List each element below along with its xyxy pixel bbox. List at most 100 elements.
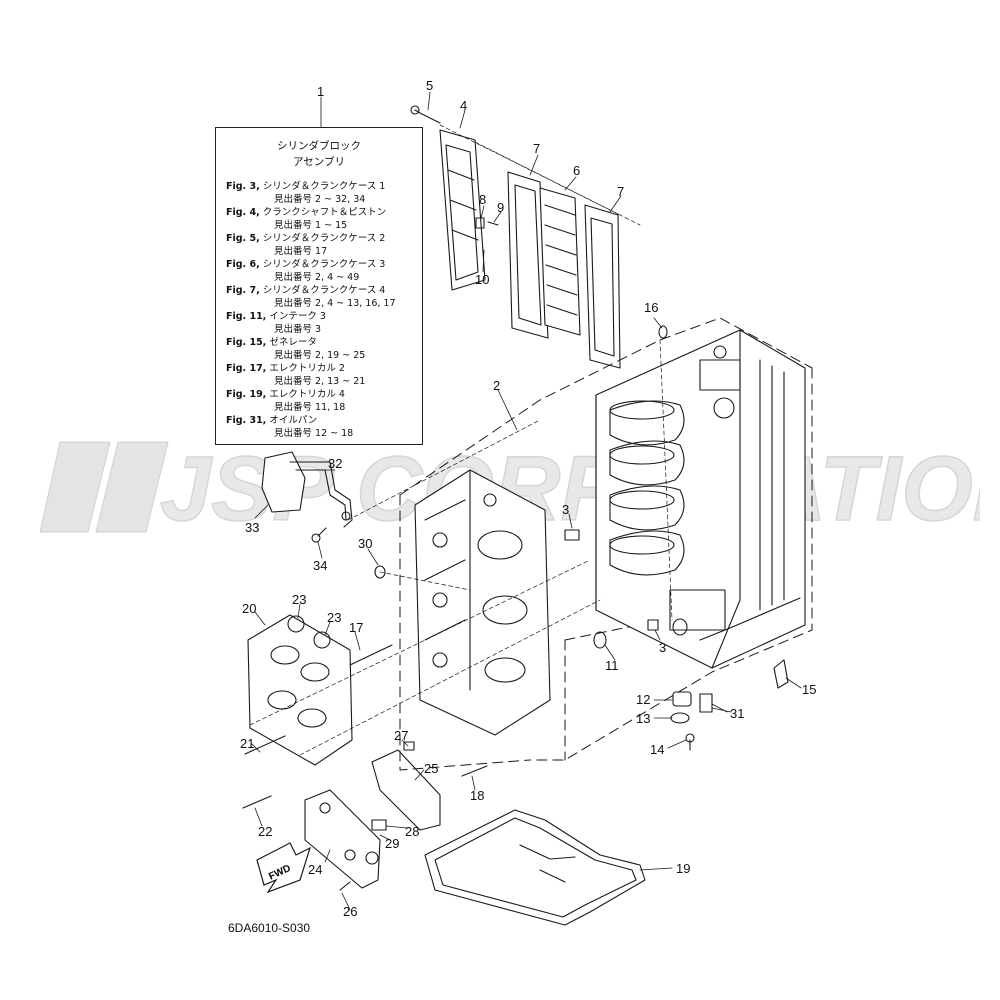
ref-fig-range: 見出番号 2 ~ 32, 34 (274, 194, 366, 205)
ref-fig-range: 見出番号 1 ~ 15 (274, 220, 348, 231)
label-part-20: 20 (242, 601, 256, 616)
ref-fig-name: シリンダ＆クランクケース 4 (262, 285, 386, 296)
bolt-5-head (410, 105, 420, 115)
alignment-lines (249, 124, 673, 756)
label-part-31: 31 (730, 706, 744, 721)
label-part-3b: 3 (659, 640, 666, 655)
ref-fig-number: Fig. 7, (226, 285, 260, 296)
ref-fig-name: ゼネレータ (269, 337, 317, 348)
label-part-1: 1 (317, 84, 324, 99)
oring-16-drawing (658, 325, 668, 339)
gasket-25-drawing (371, 749, 441, 831)
ref-fig-name: クランクシャフト＆ピストン (262, 207, 387, 218)
bolt-34-drawing (317, 527, 327, 537)
label-part-33: 33 (245, 520, 259, 535)
label-part-26: 26 (343, 904, 357, 919)
label-part-14: 14 (650, 742, 664, 757)
pin-3-drawing (564, 529, 580, 541)
label-part-23b: 23 (327, 610, 341, 625)
ref-fig-range: 見出番号 2, 4 ~ 49 (274, 272, 360, 283)
part-labels: 1 2 3 3 4 5 6 7 7 8 9 10 11 12 13 14 15 … (240, 78, 816, 919)
label-part-18: 18 (470, 788, 484, 803)
ref-fig-range: 見出番号 11, 18 (274, 402, 346, 413)
label-part-3a: 3 (562, 502, 569, 517)
ref-fig-number: Fig. 4, (226, 207, 260, 218)
label-part-30: 30 (358, 536, 372, 551)
label-part-27: 27 (394, 728, 408, 743)
label-part-23a: 23 (292, 592, 306, 607)
ref-entry: Fig. 31, オイルパン見出番号 12 ~ 18 (216, 414, 422, 440)
ref-fig-range: 見出番号 2, 19 ~ 25 (274, 350, 366, 361)
fwd-arrow: FWD (256, 842, 311, 894)
bolt-26-drawing (339, 881, 351, 891)
diagram-code: 6DA6010-S030 (228, 921, 311, 935)
label-part-10: 10 (475, 272, 489, 287)
cover-32-33-drawing (261, 451, 353, 528)
ref-fig-number: Fig. 31, (226, 415, 267, 426)
gasket-19-drawing (424, 809, 646, 926)
leader-lines (251, 91, 802, 911)
ref-entry: Fig. 6, シリンダ＆クランクケース 3 見出番号 2, 4 ~ 49 (216, 258, 422, 284)
ref-fig-number: Fig. 15, (226, 337, 267, 348)
pin-3b-drawing (647, 619, 659, 631)
ref-title-line2: アセンブリ (293, 156, 345, 168)
ref-fig-range: 見出番号 17 (274, 246, 328, 257)
ref-entry: Fig. 3, シリンダ＆クランクケース 1 見出番号 2 ~ 32, 34 (216, 180, 422, 206)
ref-fig-name: シリンダ＆クランクケース 1 (262, 181, 386, 192)
label-part-15: 15 (802, 682, 816, 697)
ref-fig-number: Fig. 5, (226, 233, 260, 244)
ref-fig-number: Fig. 6, (226, 259, 260, 270)
label-part-7b: 7 (617, 184, 624, 199)
ref-entry: Fig. 15, ゼネレータ見出番号 2, 19 ~ 25 (216, 336, 422, 362)
clip-8-drawing (475, 217, 485, 229)
oring-11-drawing (593, 631, 607, 649)
label-part-19: 19 (676, 861, 690, 876)
ref-fig-number: Fig. 17, (226, 363, 267, 374)
ref-fig-range: 見出番号 3 (274, 324, 322, 335)
ref-fig-name: シリンダ＆クランクケース 3 (262, 259, 386, 270)
ref-fig-number: Fig. 19, (226, 389, 267, 400)
label-part-2: 2 (493, 378, 500, 393)
sensor-parts-drawing (670, 659, 789, 751)
oring-30-drawing (374, 565, 386, 579)
label-part-21: 21 (240, 736, 254, 751)
pin-27-drawing (403, 741, 415, 751)
bolt-34-head (311, 533, 321, 543)
label-part-17: 17 (349, 620, 363, 635)
cover-24-drawing (304, 789, 381, 889)
label-part-34: 34 (313, 558, 327, 573)
assembly-outline (399, 317, 813, 771)
ref-fig-number: Fig. 11, (226, 311, 267, 322)
ref-fig-number: Fig. 3, (226, 181, 260, 192)
label-part-12: 12 (636, 692, 650, 707)
label-part-24: 24 (308, 862, 322, 877)
ref-fig-name: オイルパン (269, 415, 318, 426)
ref-fig-range: 見出番号 2, 13 ~ 21 (274, 376, 366, 387)
ref-fig-name: エレクトリカル 2 (269, 363, 345, 374)
label-part-11: 11 (605, 658, 619, 673)
label-part-13: 13 (636, 711, 650, 726)
ref-fig-name: エレクトリカル 4 (269, 389, 345, 400)
label-part-6: 6 (573, 163, 580, 178)
label-part-25: 25 (424, 761, 438, 776)
ref-entry: Fig. 19, エレクトリカル 4 見出番号 11, 18 (216, 388, 422, 414)
label-part-4: 4 (460, 98, 467, 113)
cylinder-head-20-drawing (247, 614, 353, 766)
ref-title-line1: シリンダブロック (277, 140, 361, 152)
ref-entry: Fig. 4, クランクシャフト＆ピストン見出番号 1 ~ 15 (216, 206, 422, 232)
part-28-drawing (371, 819, 387, 831)
label-part-8: 8 (479, 192, 486, 207)
ref-fig-range: 見出番号 2, 4 ~ 13, 16, 17 (274, 298, 396, 309)
label-part-9: 9 (497, 200, 504, 215)
ref-entry: Fig. 7, シリンダ＆クランクケース 4 見出番号 2, 4 ~ 13, 16… (216, 284, 422, 310)
cylinder-block-drawing (595, 329, 806, 669)
cover-gaskets-drawing (439, 129, 621, 369)
label-part-5: 5 (426, 78, 433, 93)
label-part-22: 22 (258, 824, 272, 839)
bolt-5-drawing (414, 109, 441, 124)
